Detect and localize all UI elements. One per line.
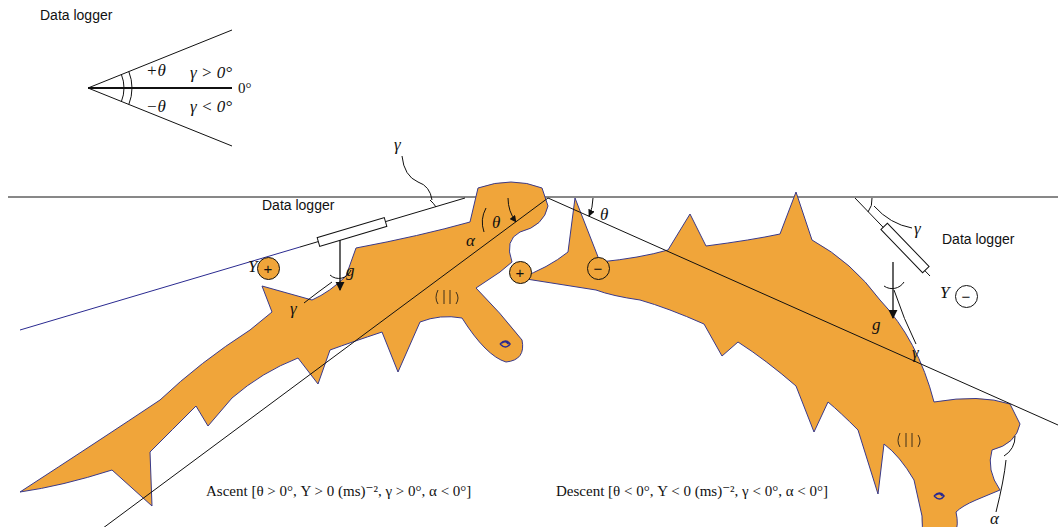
angle-label: +θ bbox=[146, 62, 166, 81]
sign-text: + bbox=[264, 261, 273, 276]
data-logger bbox=[317, 218, 387, 247]
gills bbox=[898, 433, 920, 447]
sign-text: − bbox=[594, 261, 603, 276]
angle-label: α bbox=[466, 232, 475, 251]
data-logger bbox=[881, 223, 929, 272]
theta-arc bbox=[508, 198, 516, 222]
alpha-arc bbox=[482, 208, 486, 232]
body-axis-descent bbox=[548, 198, 1058, 425]
sign-circle: − bbox=[955, 285, 978, 308]
shark-descent bbox=[520, 192, 1020, 527]
caption-text: Descent [θ < 0°, Y < 0 (ms)⁻², γ < 0°, α… bbox=[556, 483, 828, 500]
eye bbox=[500, 341, 510, 347]
gamma-arc bbox=[430, 200, 436, 207]
gamma-leader bbox=[894, 290, 916, 344]
angle-label: Data logger bbox=[262, 198, 334, 213]
angle-label: γ bbox=[290, 300, 297, 319]
theta-arc bbox=[589, 198, 593, 216]
sign-circle: − bbox=[587, 257, 610, 280]
angle-marks bbox=[304, 156, 1015, 512]
gamma-leader bbox=[304, 282, 332, 303]
sign-text: + bbox=[516, 265, 525, 280]
gamma-leader bbox=[874, 206, 912, 228]
angle-label: γ bbox=[912, 344, 919, 363]
gamma-arc bbox=[884, 282, 904, 289]
gravity-arrow bbox=[892, 262, 893, 318]
gamma-arc bbox=[868, 198, 872, 212]
angle-label: γ bbox=[914, 220, 921, 239]
key-line-down bbox=[88, 88, 232, 146]
gills bbox=[436, 290, 458, 304]
angle-label: γ > 0° bbox=[190, 64, 232, 83]
angle-label: Y bbox=[940, 284, 949, 303]
sign-circle: + bbox=[257, 257, 280, 280]
alpha-arc bbox=[1004, 436, 1015, 456]
angle-label: 0° bbox=[238, 80, 252, 97]
gamma-leader bbox=[402, 156, 432, 200]
sign-text: − bbox=[962, 289, 971, 304]
key-arc bbox=[129, 72, 132, 105]
angle-label: α bbox=[990, 510, 999, 527]
angle-label: γ < 0° bbox=[190, 98, 232, 117]
sign-circle: + bbox=[509, 261, 532, 284]
angle-label: g bbox=[872, 316, 881, 335]
angle-label: −θ bbox=[146, 98, 166, 117]
logger-axis-extension bbox=[20, 247, 300, 330]
caption-text: Ascent [θ > 0°, Y > 0 (ms)⁻², γ > 0°, α … bbox=[206, 483, 471, 500]
body-axis-ascent bbox=[60, 198, 548, 527]
angle-key bbox=[88, 30, 232, 146]
angle-label: θ bbox=[492, 214, 500, 233]
shark-ascent bbox=[20, 182, 548, 506]
axis-lines bbox=[60, 198, 1058, 527]
angle-label: Data logger bbox=[942, 232, 1014, 247]
angle-label: γ bbox=[394, 136, 401, 155]
shark-details bbox=[436, 290, 944, 499]
angle-label: Data logger bbox=[40, 8, 112, 23]
gravity-arrow bbox=[339, 240, 340, 290]
key-arc bbox=[121, 75, 124, 102]
key-line-up bbox=[88, 30, 232, 88]
alpha-leader bbox=[996, 460, 1006, 512]
eye bbox=[934, 493, 944, 499]
key-line-zero bbox=[88, 87, 232, 89]
angle-label: θ bbox=[600, 206, 608, 225]
angle-label: g bbox=[346, 262, 355, 281]
